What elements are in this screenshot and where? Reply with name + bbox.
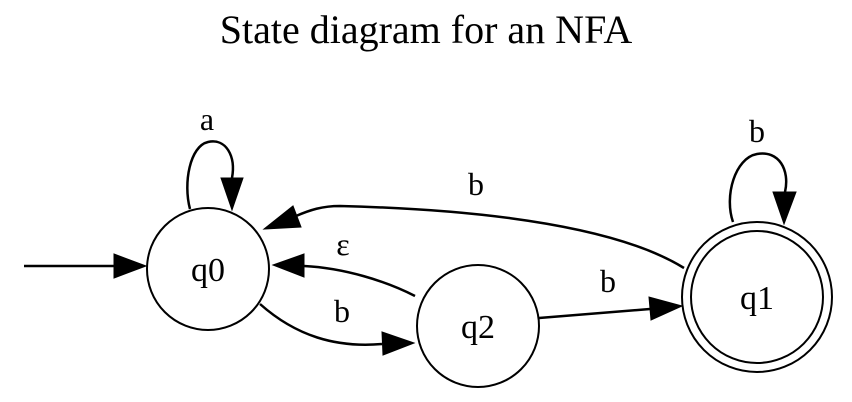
diagram-title: State diagram for an NFA xyxy=(219,7,633,52)
state-q1-inner-circle xyxy=(690,230,824,364)
edge-label-q1-q1: b xyxy=(749,113,765,149)
edge-q2-q0-epsilon xyxy=(303,264,416,298)
edge-q2-q1-arrowhead xyxy=(648,296,684,321)
edge-label-q0-q0: a xyxy=(200,101,214,137)
state-q2-label: q2 xyxy=(461,309,495,346)
edge-q1-q1-b xyxy=(728,152,788,223)
state-q0: q0 xyxy=(146,207,270,331)
edge-label-q2-q0: ε xyxy=(336,226,349,262)
edge-q0-q2-arrowhead xyxy=(381,331,416,356)
state-q0-label: q0 xyxy=(191,252,225,289)
edge-q1-q0-b xyxy=(295,204,685,270)
state-q2: q2 xyxy=(416,264,540,388)
edge-q2-q0-arrowhead xyxy=(271,253,305,278)
state-q2-circle xyxy=(416,264,540,388)
edge-q0-q2-b xyxy=(259,303,383,346)
edge-q2-q1-b xyxy=(538,307,651,320)
edge-q1-q1-arrowhead xyxy=(772,191,797,226)
edge-q0-q0-a xyxy=(186,140,235,210)
start-arrowhead xyxy=(113,253,148,279)
state-q1-label: q1 xyxy=(740,280,774,317)
state-q1: q1 xyxy=(681,221,833,373)
edge-label-q2-q1: b xyxy=(600,263,616,299)
edge-label-q0-q2: b xyxy=(334,293,350,329)
state-q1-outer-circle xyxy=(681,221,833,373)
edge-q1-q0-arrowhead xyxy=(262,205,302,230)
edge-label-q1-q0: b xyxy=(468,166,484,202)
state-q0-circle xyxy=(146,207,270,331)
edge-q0-q0-arrowhead xyxy=(220,177,244,212)
